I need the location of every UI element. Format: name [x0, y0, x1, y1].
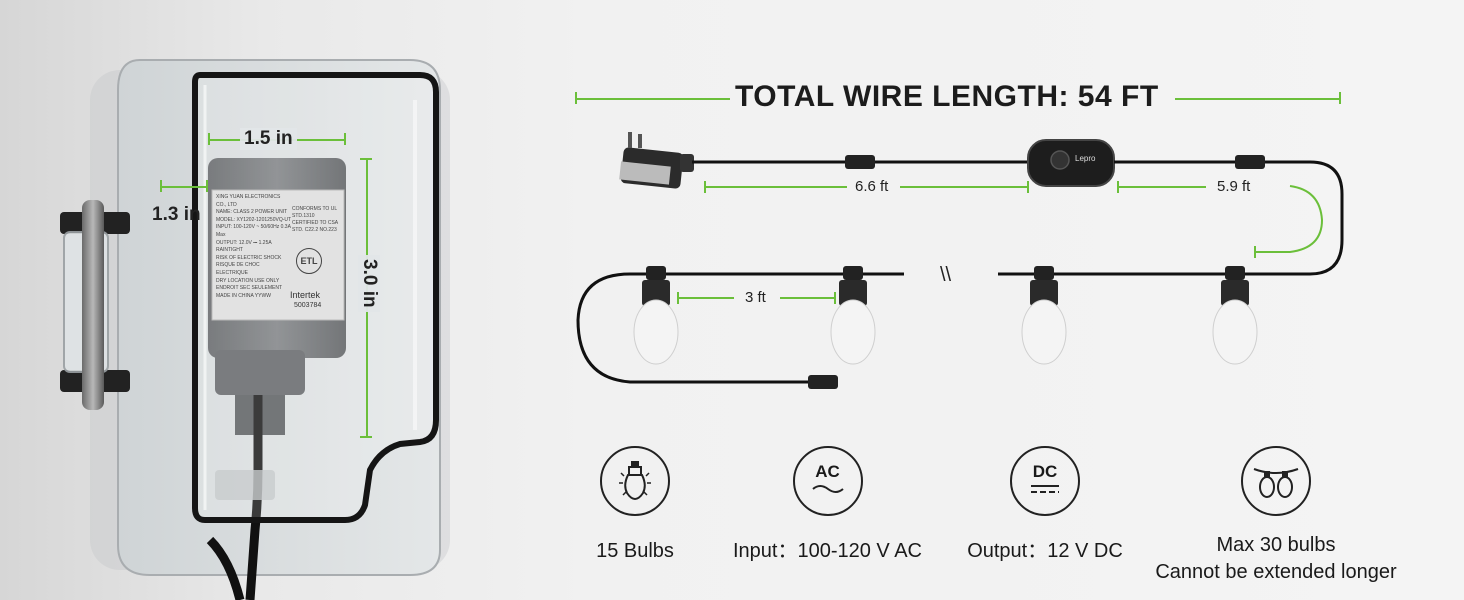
bulb-spacing-label: 3 ft [745, 289, 766, 306]
adapter-cert: CONFORMS TO UL STD.1310 CERTIFIED TO CSA… [292, 206, 344, 234]
cert-number: 5003784 [294, 302, 322, 309]
depth-dim-line [160, 186, 208, 188]
adapter-cert-line: CERTIFIED TO CSA [292, 220, 339, 226]
width-label: 1.5 in [240, 128, 297, 150]
adapter-cert-line: CONFORMS TO UL [292, 206, 338, 212]
adapter-label-line: ENDROIT SEC SEULEMENT [216, 285, 283, 292]
cable-break-mark: \\ [940, 264, 952, 286]
feature-max-bulbs: Max 30 bulbs Cannot be extended longer [1138, 446, 1414, 586]
wiring-diagram [576, 132, 1344, 389]
bulb [633, 266, 679, 365]
width-dim-tick [208, 133, 210, 145]
height-dim-tick [360, 158, 372, 160]
connector-icon [808, 375, 838, 389]
adapter-cert-line: STD.1310 [292, 213, 315, 219]
depth-label: 1.3 in [152, 204, 201, 225]
adapter-label-line: DRY LOCATION USE ONLY [216, 277, 280, 284]
adapter-label-line: MADE IN CHINA YYWW [216, 292, 271, 299]
connector-icon [845, 155, 875, 169]
feature-max-bulbs-line: Cannot be extended longer [1155, 561, 1397, 583]
controller-icon [1027, 139, 1115, 187]
connector-icon [1235, 155, 1265, 169]
ac-icon: AC [792, 446, 863, 516]
controller-brand: Lepro [1075, 154, 1096, 163]
adapter-label: XING YUAN ELECTRONICS CO., LTD NAME: CLA… [216, 194, 292, 300]
etl-mark-icon: ETL [296, 248, 322, 274]
feature-input: AC Input：100-120 V AC [720, 446, 935, 565]
ac-icon-text: AC [815, 462, 840, 481]
feature-max-bulbs-line: Max 30 bulbs [1216, 534, 1336, 556]
bulb-icon [600, 446, 670, 516]
feature-output: DC Output：12 V DC [950, 446, 1140, 565]
bulb [830, 266, 876, 365]
cert-mark: Intertek [290, 290, 321, 300]
dc-icon-text: DC [1032, 462, 1058, 481]
feature-bulbs-label: 15 Bulbs [596, 540, 674, 562]
adapter-label-line: RAINTIGHT [216, 247, 243, 254]
bulb [1021, 266, 1067, 365]
controller-length-label: 5.9 ft [1217, 178, 1251, 195]
total-length-line-right [1175, 98, 1341, 100]
feature-output-label: Output：12 V DC [967, 540, 1123, 562]
weatherproof-box: XING YUAN ELECTRONICS CO., LTD NAME: CLA… [0, 0, 520, 600]
string-lights-icon [1241, 446, 1311, 516]
feature-max-bulbs-label: Max 30 bulbs Cannot be extended longer [1138, 532, 1414, 586]
adapter-label-line: OUTPUT: 12.0V ⎓ 1.25A [216, 239, 272, 246]
depth-dim-tick [160, 180, 162, 192]
feature-bulbs: 15 Bulbs [560, 446, 710, 565]
depth-dim-tick [206, 180, 208, 192]
height-label: 3.0 in [358, 255, 380, 312]
adapter-cert-line: STD. C22.2 NO.223 [292, 227, 337, 233]
plug-icon [619, 132, 694, 189]
adapter-label-line: MODEL: XY1202-1201250VQ-UT [216, 216, 292, 223]
width-dim-tick [344, 133, 346, 145]
adapter-label-line: RISQUE DE CHOC ELECTRIQUE [216, 262, 260, 276]
feature-input-label: Input：100-120 V AC [732, 540, 922, 562]
total-length-tick-right [1339, 92, 1341, 104]
adapter-label-line: RISK OF ELECTRIC SHOCK [216, 254, 282, 261]
total-wire-length-title: TOTAL WIRE LENGTH: 54 FT [735, 80, 1159, 113]
total-length-tick-left [575, 92, 577, 104]
lead-length-label: 6.6 ft [855, 178, 889, 195]
bulb [1212, 266, 1258, 365]
height-dim-tick [360, 436, 372, 438]
total-length-line-left [575, 98, 730, 100]
adapter-label-line: INPUT: 100-120V ~ 50/60Hz 0.3A Max [216, 224, 291, 238]
dc-icon: DC [1010, 446, 1080, 516]
adapter-label-line: NAME: CLASS 2 POWER UNIT [216, 209, 288, 216]
weatherproof-box-illustration [60, 59, 450, 600]
adapter-label-line: XING YUAN ELECTRONICS CO., LTD [216, 194, 281, 208]
